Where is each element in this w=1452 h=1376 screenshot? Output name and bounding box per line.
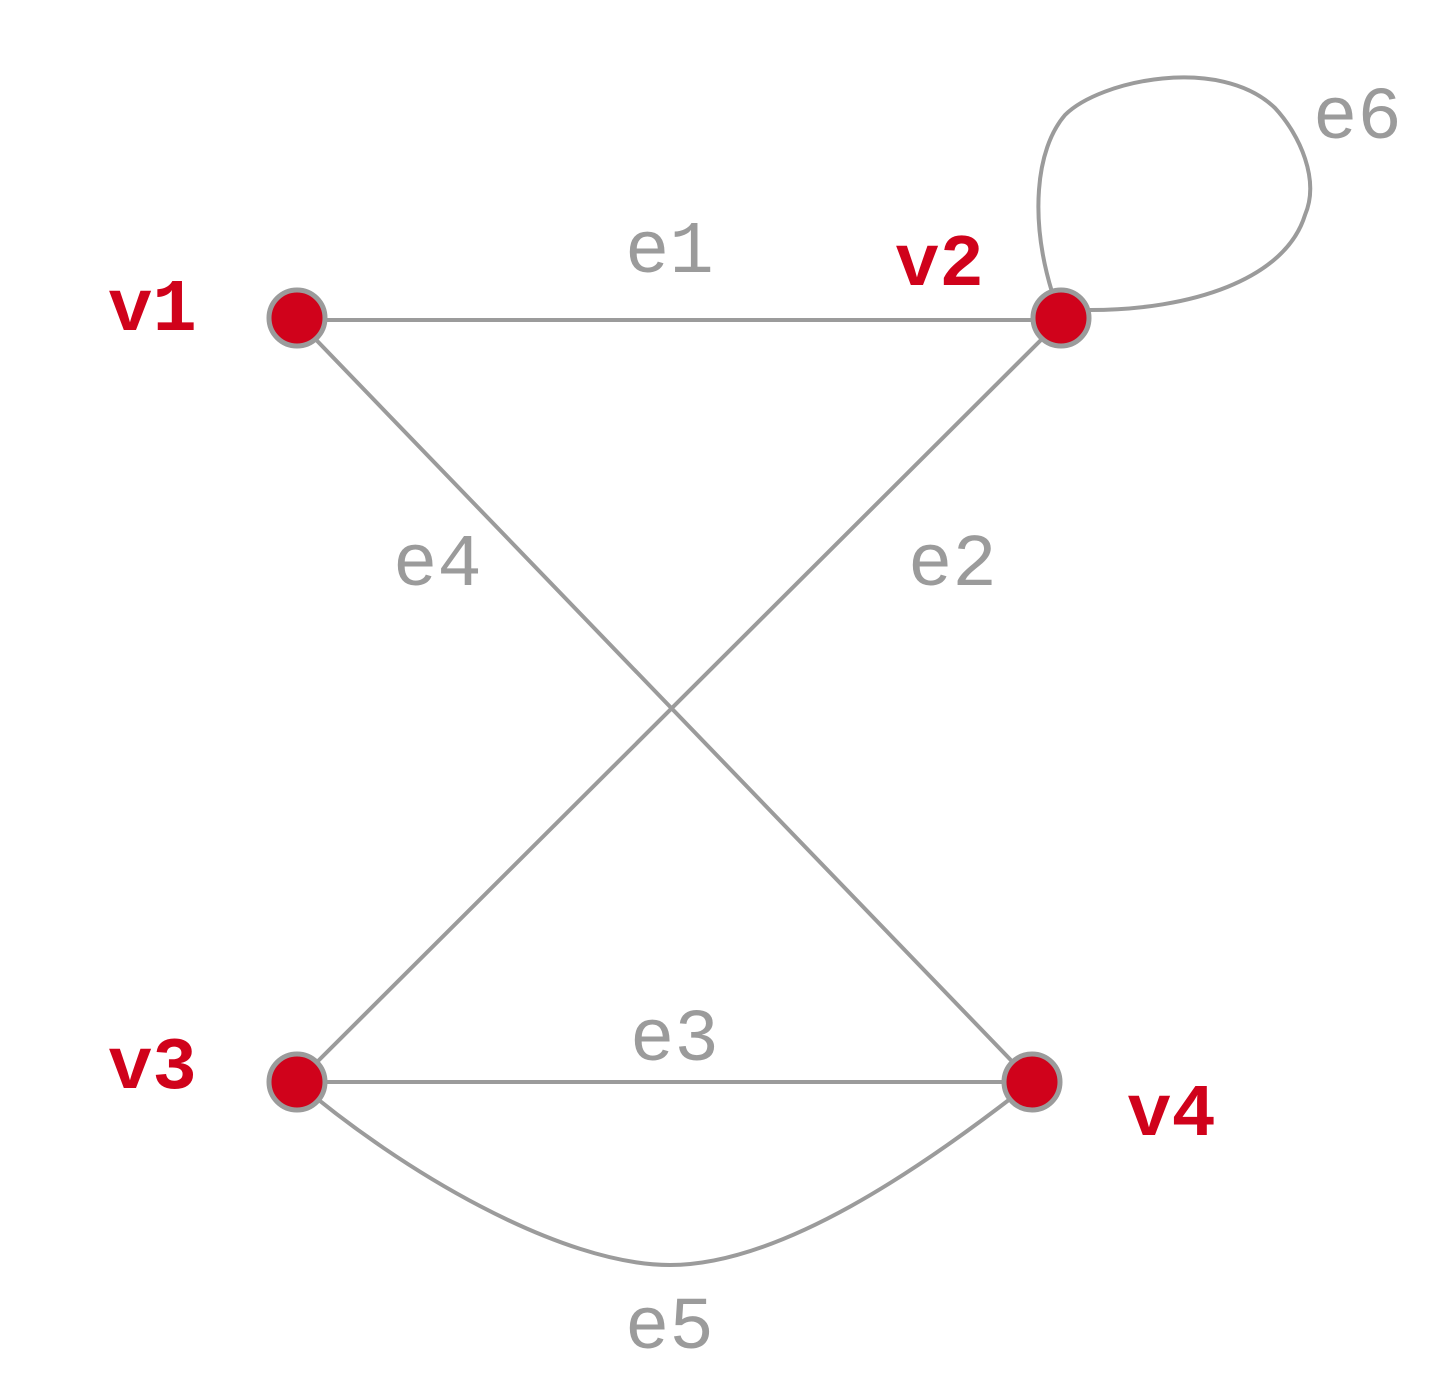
- edge-e4: [295, 318, 1034, 1084]
- vertex-v4: [1001, 1051, 1063, 1113]
- vertices: [266, 287, 1092, 1113]
- edge-e2: [295, 318, 1063, 1084]
- vertex-v3: [266, 1051, 328, 1113]
- vertex-labels: v1 v2 v3 v4: [108, 224, 1216, 1158]
- edge-label-e1: e1: [625, 211, 714, 295]
- vertex-v2: [1030, 287, 1092, 349]
- vertex-label-v3: v3: [108, 1027, 197, 1111]
- vertex-v1: [266, 287, 328, 349]
- edge-label-e5: e5: [625, 1287, 714, 1371]
- edge-e6: [1036, 75, 1313, 312]
- vertex-label-v4: v4: [1127, 1074, 1216, 1158]
- edge-labels: e1 e2 e3 e4 e5 e6: [393, 77, 1402, 1371]
- edge-label-e4: e4: [393, 524, 482, 608]
- vertex-label-v1: v1: [108, 269, 197, 353]
- edge-e5: [295, 1080, 1034, 1268]
- vertex-label-v2: v2: [895, 224, 984, 308]
- edge-label-e3: e3: [630, 999, 719, 1083]
- edge-label-e6: e6: [1313, 77, 1402, 161]
- edges: [295, 75, 1313, 1268]
- edge-label-e2: e2: [908, 524, 997, 608]
